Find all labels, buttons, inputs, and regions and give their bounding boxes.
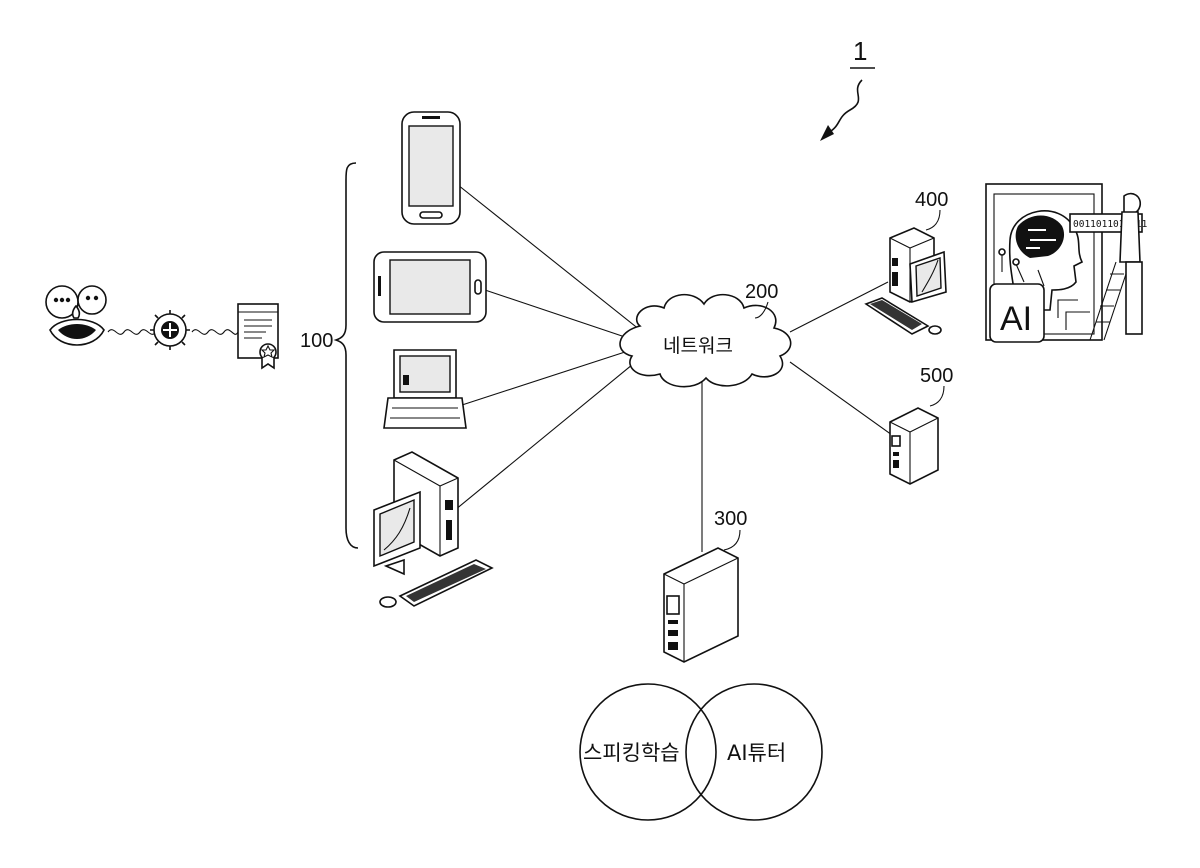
figure-reference: 1 xyxy=(820,36,875,141)
speech-mouth-icon xyxy=(46,286,106,345)
venn-label-speaking: 스피킹학습 xyxy=(583,741,680,765)
label-200: 200 xyxy=(745,281,778,303)
label-400: 400 xyxy=(915,189,948,211)
arrow-head-icon xyxy=(820,125,834,141)
link-server-500 xyxy=(790,362,892,435)
ai-board-icon: 0011011010111 AI xyxy=(986,184,1148,342)
label-500: 500 xyxy=(920,365,953,387)
learning-flow-icons xyxy=(46,286,278,368)
desktop-icon xyxy=(374,452,492,607)
tablet-icon xyxy=(374,252,486,322)
brain-gear-icon xyxy=(150,310,190,350)
network-label: 네트워크 xyxy=(663,335,733,357)
venn-diagram: 스피킹학습 AI튜터 xyxy=(580,684,822,820)
figure-ref-label: 1 xyxy=(853,36,867,66)
label-300: 300 xyxy=(714,508,747,530)
smartphone-icon xyxy=(402,112,460,224)
venn-label-ai-tutor: AI튜터 xyxy=(727,741,786,765)
label-100: 100 xyxy=(300,330,333,352)
certificate-icon xyxy=(238,304,278,368)
laptop-icon xyxy=(384,350,466,428)
link-desktop xyxy=(455,360,638,510)
server-400-icon: 400 xyxy=(866,189,948,334)
server-500-icon: 500 xyxy=(890,365,953,484)
link-tablet xyxy=(485,290,628,338)
ai-badge: AI xyxy=(1000,300,1032,338)
user-device-group: 100 xyxy=(300,163,358,548)
server-300-icon: 300 xyxy=(664,508,747,662)
link-laptop xyxy=(462,352,625,405)
